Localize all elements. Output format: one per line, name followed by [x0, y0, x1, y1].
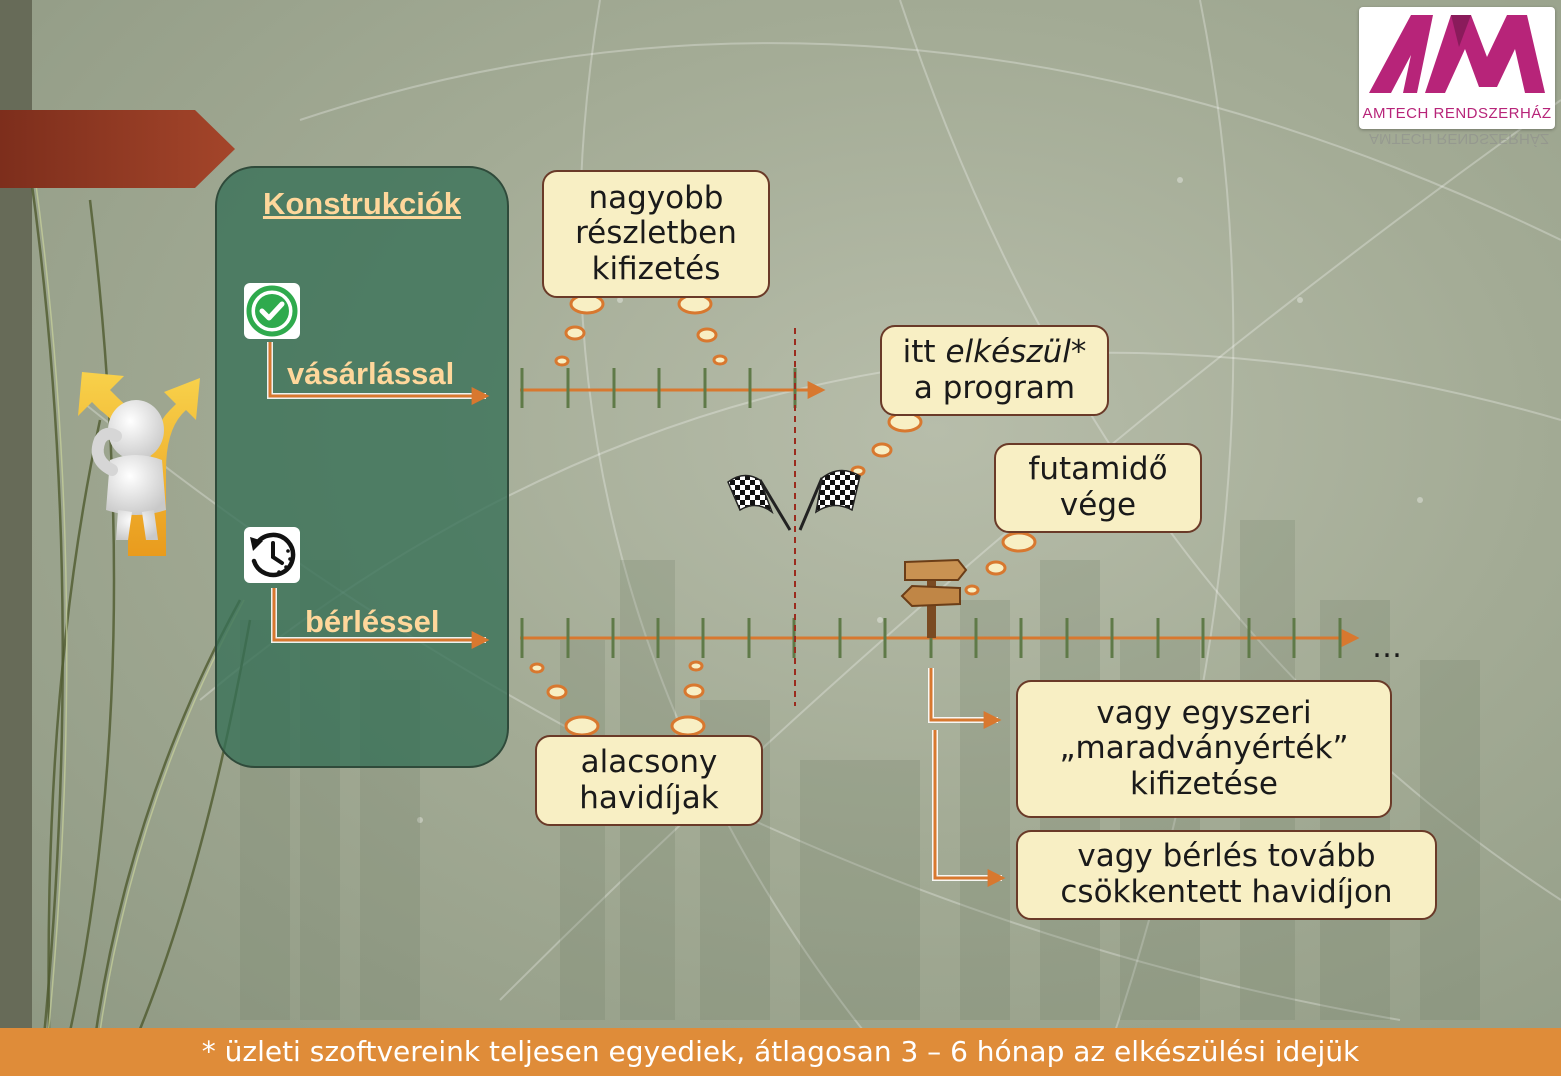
purchase-connector	[267, 342, 486, 399]
callout-residual-value: vagy egyszeri „maradványérték” kifizetés…	[1016, 680, 1392, 818]
title-tab	[0, 110, 235, 188]
purchase-timeline	[520, 368, 826, 408]
check-circle-icon	[244, 283, 300, 339]
am-logo-mark-icon	[1369, 15, 1545, 93]
grass-decoration	[28, 169, 252, 1076]
company-logo: AMTECH RENDSZERHÁZ	[1359, 7, 1555, 129]
rental-label: bérléssel	[305, 604, 440, 639]
constructions-panel: Konstrukciók	[215, 166, 509, 768]
callout-continue-rental: vagy bérlés tovább csökkentett havidíjon	[1016, 830, 1437, 920]
thinking-person-icon	[78, 372, 200, 556]
purchase-label: vásárlással	[287, 356, 455, 391]
wooden-signpost-icon	[900, 558, 968, 638]
callout-low-fees: alacsony havidíjak	[535, 735, 763, 826]
clock-history-icon	[244, 527, 300, 583]
footer-note: * üzleti szoftvereink teljesen egyediek,…	[0, 1028, 1561, 1076]
timeline-ellipsis: …	[1372, 630, 1402, 665]
callout-installments: nagyobb részletben kifizetés	[542, 170, 770, 298]
rental-timeline	[520, 618, 1360, 658]
checkered-flags-icon	[727, 469, 861, 531]
callout-term-end: futamidő vége	[994, 443, 1202, 533]
panel-title: Konstrukciók	[262, 186, 462, 221]
logo-text: AMTECH RENDSZERHÁZ	[1362, 105, 1552, 122]
callout-program-ready: itt elkészül* a program	[880, 325, 1109, 416]
branch-connectors	[928, 668, 1006, 887]
